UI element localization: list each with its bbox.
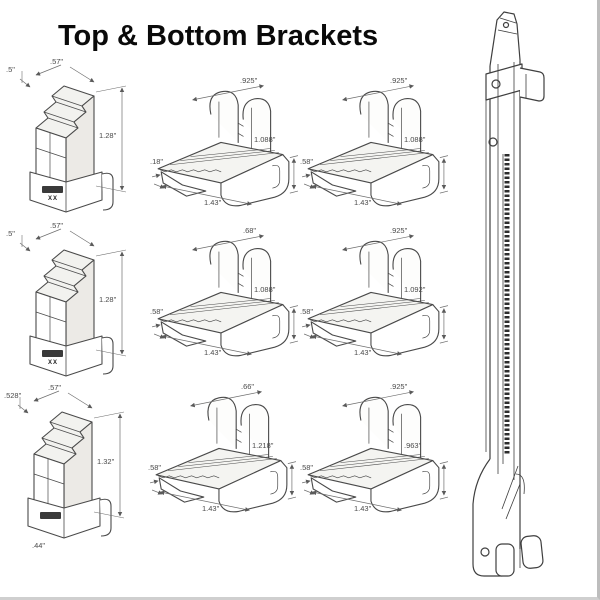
figure-bottom-bracket-2: .925" 1.088" 1.43" .58" [298,76,450,216]
dim-length: 1.43" [354,504,372,513]
top-bracket-drawing [4,386,139,551]
dim-height: .963" [404,441,422,450]
figure-bottom-bracket-6: .925" .963" 1.43" .58" [298,382,450,522]
dim-depth: .528" [4,391,22,400]
top-bracket-drawing [6,224,141,389]
bottom-bracket-drawing [298,384,450,522]
dim-top-width: .925" [390,76,408,85]
figure-bottom-bracket-3: .68" 1.088" 1.43" .58" [148,226,300,366]
bottom-bracket-drawing [298,78,450,216]
dim-length: 1.43" [204,348,222,357]
dim-length: 1.43" [354,348,372,357]
dim-height: 1.28" [99,295,117,304]
figure-bottom-bracket-5: .66" 1.218" 1.43" .58" [146,382,298,522]
stamp-label: XX [48,360,59,366]
dim-top-width: .925" [390,382,408,391]
dim-height: 1.088" [254,135,276,144]
dim-lip: .58" [300,307,314,316]
dim-lip: .58" [150,307,164,316]
dim-length: 1.43" [204,198,222,207]
dim-top-width: .66" [241,382,255,391]
dim-length: 1.43" [202,504,220,513]
bottom-bracket-drawing [298,228,450,366]
dim-lip: .58" [300,157,314,166]
figure-top-bracket-3: .528" .57" 1.32" .44" [4,383,139,551]
dim-lip: .58" [300,463,314,472]
bottom-bracket-drawing [148,228,300,366]
dim-top-width: .925" [240,76,258,85]
dim-length: 1.43" [354,198,372,207]
dim-height: 1.218" [252,441,274,450]
dim-lip: .18" [150,157,164,166]
dim-width: .57" [50,57,64,66]
dim-top-width: .68" [243,226,257,235]
dim-height: 1.088" [404,135,426,144]
dim-base: .44" [32,541,46,550]
dim-height: 1.32" [97,457,115,466]
bottom-bracket-drawing [148,78,300,216]
figure-balance-channel [460,4,572,596]
dim-depth: .5" [6,65,15,74]
dim-lip: .58" [148,463,162,472]
figure-top-bracket-2: .5" .57" 1.28" XX [6,221,141,389]
dim-width: .57" [48,383,62,392]
dim-height: 1.28" [99,131,117,140]
dim-depth: .5" [6,229,15,238]
figure-top-bracket-1: .5" .57" 1.28" XX [6,57,141,225]
bottom-bracket-drawing [146,384,298,522]
dim-height: 1.092" [404,285,426,294]
dim-top-width: .925" [390,226,408,235]
page-title: Top & Bottom Brackets [58,20,379,52]
dim-width: .57" [50,221,64,230]
stamp-label: XX [48,196,59,202]
figure-bottom-bracket-1: .925" 1.088" 1.43" .18" [148,76,300,216]
dim-height: 1.088" [254,285,276,294]
top-bracket-drawing [6,60,141,225]
balance-channel-drawing [460,4,572,596]
figure-bottom-bracket-4: .925" 1.092" 1.43" .58" [298,226,450,366]
